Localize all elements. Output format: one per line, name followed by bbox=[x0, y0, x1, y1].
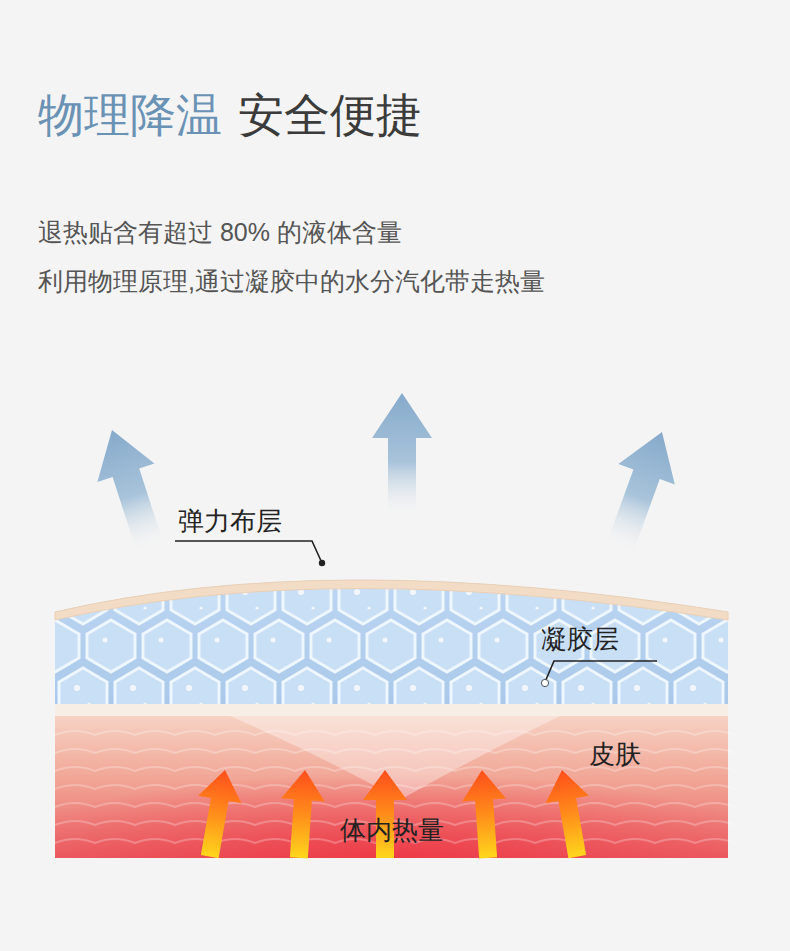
skin-band: 皮肤体内热量 bbox=[55, 716, 728, 858]
band-label: 皮肤 bbox=[589, 739, 641, 770]
skin-texture bbox=[55, 803, 735, 807]
page-title: 物理降温 bbox=[38, 88, 222, 143]
heat-arrow bbox=[540, 766, 599, 860]
description-line: 利用物理原理,通过凝胶中的水分汽化带走热量 bbox=[38, 266, 545, 296]
band-label: 凝胶层 bbox=[541, 624, 619, 655]
title-suffix: 安全便捷 bbox=[238, 88, 422, 143]
part-label: 弹力布层 bbox=[178, 506, 282, 537]
gel-layer-band: 凝胶层 bbox=[55, 600, 728, 705]
heat-arrow bbox=[188, 766, 247, 860]
heat-arrow bbox=[460, 768, 510, 859]
description-line: 退热贴含有超过 80% 的液体含量 bbox=[38, 217, 402, 247]
band-label: 体内热量 bbox=[340, 815, 444, 846]
heat-arrow bbox=[277, 768, 327, 859]
